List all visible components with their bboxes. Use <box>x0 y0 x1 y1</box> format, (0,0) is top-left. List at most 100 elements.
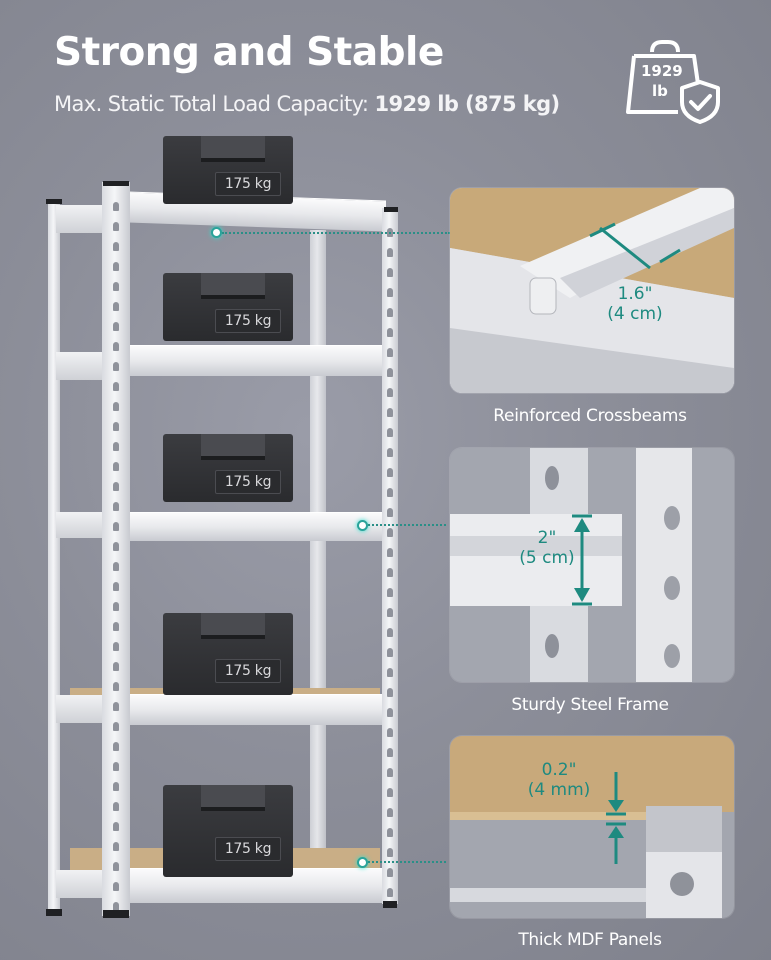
feature-caption-frame: Sturdy Steel Frame <box>511 695 669 715</box>
post-slot <box>113 442 119 451</box>
crossbeam-dimension: 1.6" (4 cm) <box>600 284 670 324</box>
post-slot <box>387 308 393 317</box>
post-slot <box>113 482 119 491</box>
page-title: Strong and Stable <box>54 30 444 75</box>
crossbeam-detail-image <box>450 188 734 393</box>
post-slot <box>387 768 393 777</box>
post-slot <box>387 728 393 737</box>
post-slot <box>387 348 393 357</box>
weight-block: 175 kg <box>163 434 293 502</box>
post-slot <box>113 682 119 691</box>
side-beam-1 <box>56 205 106 233</box>
load-capacity-label: Max. Static Total Load Capacity: <box>54 92 375 116</box>
post-slot <box>387 408 393 417</box>
post-slot <box>113 882 119 891</box>
weight-block: 175 kg <box>163 273 293 341</box>
post-slot <box>387 608 393 617</box>
side-beam-3 <box>56 512 106 538</box>
post-slot <box>387 748 393 757</box>
post-slot <box>113 782 119 791</box>
post-slot <box>113 662 119 671</box>
front-beam-tier-2 <box>128 345 386 376</box>
post-slot <box>387 888 393 897</box>
steel-frame-detail-image <box>450 448 734 682</box>
post-slot <box>387 488 393 497</box>
post-slot <box>113 242 119 251</box>
load-capacity-subtitle: Max. Static Total Load Capacity: 1929 lb… <box>54 92 560 116</box>
foot-back-left <box>46 909 62 916</box>
mdf-panel-detail-image <box>450 736 734 918</box>
cap-back-left <box>46 199 62 204</box>
feature-card-mdf: 0.2" (4 mm) <box>450 736 734 918</box>
post-slot <box>387 528 393 537</box>
foot-front-right <box>383 901 397 908</box>
feature-caption-mdf: Thick MDF Panels <box>518 930 662 950</box>
post-slot <box>113 822 119 831</box>
post-slot <box>387 628 393 637</box>
post-slot <box>387 328 393 337</box>
callout-line-frame <box>368 524 446 526</box>
post-slot <box>113 562 119 571</box>
post-slot <box>113 762 119 771</box>
post-slot <box>113 262 119 271</box>
weight-label: 175 kg <box>215 470 281 494</box>
feature-card-frame: 2" (5 cm) <box>450 448 734 682</box>
callout-line-mdf <box>368 861 446 863</box>
post-slot <box>387 688 393 697</box>
side-beam-5 <box>56 870 106 898</box>
post-slot <box>113 362 119 371</box>
post-slot <box>387 848 393 857</box>
post-slot <box>113 842 119 851</box>
post-slot <box>387 588 393 597</box>
post-slot <box>387 868 393 877</box>
mdf-dimension: 0.2" (4 mm) <box>516 760 602 800</box>
post-slot <box>113 862 119 871</box>
post-slot <box>387 648 393 657</box>
post-slot <box>387 368 393 377</box>
cap-front-right <box>384 207 398 212</box>
post-slot <box>387 568 393 577</box>
load-capacity-value: 1929 lb (875 kg) <box>374 92 560 116</box>
post-slot <box>113 502 119 511</box>
weight-handle <box>201 785 265 811</box>
feature-card-crossbeams: 1.6" (4 cm) <box>450 188 734 393</box>
front-right-post <box>382 208 398 904</box>
post-slot <box>113 222 119 231</box>
post-slot <box>113 462 119 471</box>
post-slot <box>113 742 119 751</box>
post-slot <box>113 722 119 731</box>
weight-handle <box>201 613 265 639</box>
front-left-post <box>102 182 130 916</box>
post-slot <box>387 248 393 257</box>
weight-label: 175 kg <box>215 837 281 861</box>
back-right-post <box>310 230 326 880</box>
side-beam-4 <box>56 695 106 723</box>
front-beam-tier-3 <box>128 512 386 541</box>
post-slot <box>113 542 119 551</box>
feature-caption-crossbeams: Reinforced Crossbeams <box>493 406 687 426</box>
crossbeam-dimension-imperial: 1.6" <box>617 284 653 304</box>
post-slot <box>387 288 393 297</box>
weight-handle <box>201 136 265 162</box>
post-slot <box>113 582 119 591</box>
post-slot <box>387 668 393 677</box>
post-slot <box>387 788 393 797</box>
post-slot <box>387 508 393 517</box>
mdf-dimension-imperial: 0.2" <box>541 760 577 780</box>
callout-marker-crossbeam <box>211 227 222 238</box>
badge-weight-unit: lb <box>652 82 668 100</box>
front-beam-tier-4 <box>128 694 386 725</box>
post-slot <box>387 268 393 277</box>
callout-line-crossbeam <box>222 232 450 234</box>
frame-dimension-imperial: 2" <box>537 528 557 548</box>
post-slot <box>113 202 119 211</box>
post-slot <box>387 708 393 717</box>
post-slot <box>387 388 393 397</box>
weight-block: 175 kg <box>163 785 293 877</box>
post-slot <box>113 642 119 651</box>
mdf-dimension-metric: (4 mm) <box>527 780 591 800</box>
post-slot <box>113 322 119 331</box>
cap-front-left <box>103 181 129 186</box>
post-slot <box>387 468 393 477</box>
post-slot <box>113 522 119 531</box>
